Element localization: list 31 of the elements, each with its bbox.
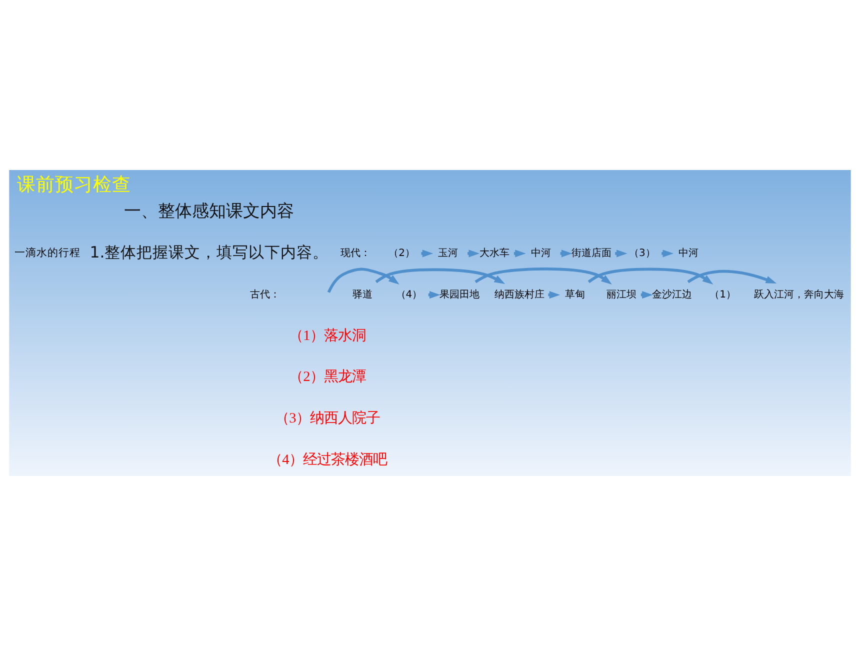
arrow <box>474 266 612 284</box>
node-text: 中河 <box>530 248 551 259</box>
node-text: 驿道 <box>352 288 373 300</box>
node-text: 丽江坝 <box>606 288 637 300</box>
label: 一、整体感知课文内容 <box>124 201 294 222</box>
arrow <box>687 269 777 283</box>
label: （3）纳西人院子 <box>275 410 380 426</box>
diagram-title: 课前预习检查 <box>17 174 132 196</box>
node-text: 大水车 <box>480 248 510 259</box>
node-text: （4） <box>396 288 422 300</box>
node-text: 果园田地 <box>440 288 480 300</box>
node-text: 街道店面 <box>572 248 612 259</box>
node-text: （2） <box>388 248 415 259</box>
node-text: （3） <box>629 248 656 259</box>
node-text: 一滴水的行程 <box>14 245 80 258</box>
label: （1）落水洞 <box>289 327 366 344</box>
node-text: 中河 <box>678 248 699 259</box>
node-text: （1） <box>710 288 736 300</box>
label: 1.整体把握课文，填写以下内容。 <box>90 242 329 261</box>
label: （2）黑龙潭 <box>289 368 366 385</box>
label: （4）经过茶楼酒吧 <box>268 451 388 468</box>
node-text: 纳西族村庄 <box>494 288 545 300</box>
node-text: 跃入江河，奔向大海 <box>754 288 844 300</box>
node-text: 金沙江边 <box>652 288 692 300</box>
arrow <box>327 267 400 292</box>
arrow <box>588 267 714 284</box>
node-text: 现代： <box>340 248 370 259</box>
node-text: 玉河 <box>438 248 458 259</box>
arrow <box>375 268 506 284</box>
node-text: 古代： <box>250 288 280 300</box>
node-text: 草甸 <box>565 288 586 300</box>
